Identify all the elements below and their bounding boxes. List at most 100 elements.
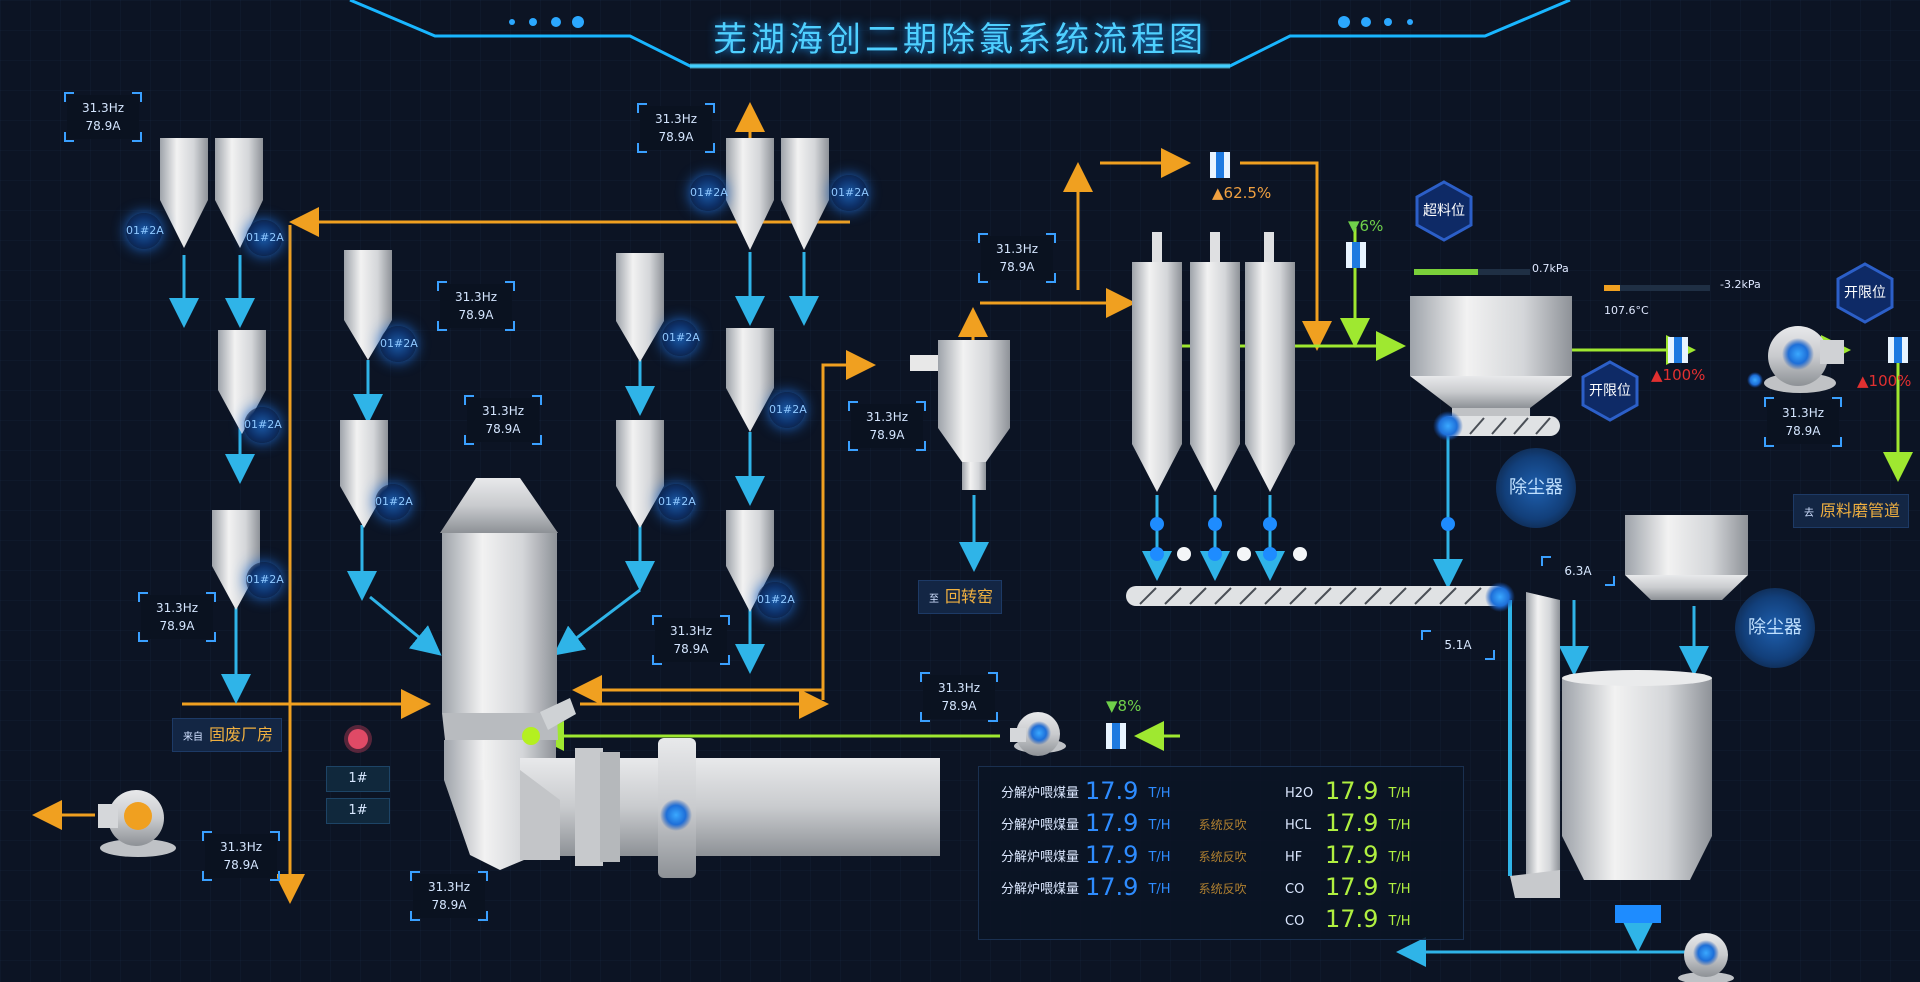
valve-gauge[interactable]: 01#2A	[690, 175, 728, 211]
stat-value: 17.9	[1325, 777, 1379, 805]
valve-gauge[interactable]: 01#2A	[769, 392, 807, 428]
pressure-bar-wrap: 0.7kPa	[1410, 262, 1588, 280]
current-value: 78.9A	[869, 428, 905, 442]
direction-prefix: 来自	[183, 732, 203, 743]
to-rotary-kiln-tag[interactable]: 至回转窑	[918, 580, 1003, 614]
stat-label: CO	[1285, 914, 1305, 929]
stat-label: H2O	[1285, 786, 1314, 801]
current-value: 78.9A	[485, 422, 521, 436]
pressure-fill	[1414, 269, 1478, 275]
stat-note: 系统反吹	[1198, 882, 1247, 896]
current-value: 78.9A	[999, 260, 1035, 274]
valve-gauge[interactable]: 01#2A	[380, 326, 418, 362]
valve-gauge[interactable]: 01#2A	[246, 562, 284, 598]
unit-tag[interactable]: 1#	[326, 766, 390, 792]
current-value: 78.9A	[85, 119, 121, 133]
dust-collector-label[interactable]: 除尘器	[1496, 448, 1576, 528]
destination-label: 原料磨管道	[1820, 501, 1901, 520]
valve-gauge[interactable]: 01#2A	[831, 175, 869, 211]
stat-value: 17.9	[1085, 809, 1139, 837]
stat-unit: T/H	[1388, 850, 1411, 865]
percent-value: 62.5%	[1223, 184, 1272, 202]
current-reading[interactable]: 5.1A	[1421, 630, 1495, 660]
stat-row: CO 17.9 T/H	[1285, 873, 1411, 901]
overflow-level-indicator[interactable]: 超料位	[1413, 180, 1475, 242]
valve-gauge[interactable]: 01#2A	[662, 320, 700, 356]
dust-collector-label[interactable]: 除尘器	[1735, 588, 1815, 668]
frequency-value: 31.3Hz	[454, 290, 498, 304]
reading-box[interactable]: 31.3Hz 78.9A	[437, 281, 515, 331]
open-limit-indicator[interactable]: 开限位	[1834, 262, 1896, 324]
source-label: 固废厂房	[209, 725, 274, 744]
reading-box[interactable]: 31.3Hz 78.9A	[138, 592, 216, 642]
percent-value: 8%	[1117, 697, 1142, 715]
valve-opening-percent: ▼8%	[1106, 697, 1141, 715]
open-limit-label: 开限位	[1589, 383, 1631, 399]
valve-gauge[interactable]: 01#2A	[126, 213, 164, 249]
pressure-value: 0.7kPa	[1532, 262, 1569, 275]
to-raw-mill-pipe-tag[interactable]: 去原料磨管道	[1793, 494, 1910, 528]
pressure-gauge: -3.2kPa 107.6°C	[1600, 278, 1778, 328]
current-value: 78.9A	[223, 858, 259, 872]
stat-unit: T/H	[1388, 818, 1411, 833]
valve-gauge[interactable]: 01#2A	[375, 484, 413, 520]
stat-value: 17.9	[1085, 841, 1139, 869]
current-value: 78.9A	[458, 308, 494, 322]
stat-label: 分解炉喂煤量	[1001, 786, 1080, 801]
open-limit-label: 开限位	[1844, 285, 1886, 301]
stat-label: 分解炉喂煤量	[1001, 882, 1080, 897]
current-value: 78.9A	[159, 619, 195, 633]
valve-opening-percent: ▲100%	[1651, 366, 1705, 384]
valve-opening-percent: ▼6%	[1348, 217, 1383, 235]
direction-prefix: 去	[1804, 508, 1814, 519]
valve-opening-percent: ▲62.5%	[1212, 184, 1271, 202]
open-limit-indicator[interactable]: 开限位	[1579, 360, 1641, 422]
frequency-value: 31.3Hz	[155, 601, 199, 615]
triangle-down-icon: ▼	[1348, 217, 1360, 235]
frequency-value: 31.3Hz	[1781, 406, 1825, 420]
reading-box[interactable]: 31.3Hz 78.9A	[978, 233, 1056, 283]
unit-tag[interactable]: 1#	[326, 798, 390, 824]
pressure-value: -3.2kPa	[1720, 278, 1761, 291]
reading-box[interactable]: 31.3Hz 78.9A	[637, 103, 715, 153]
triangle-up-icon: ▲	[1212, 184, 1224, 202]
frequency-value: 31.3Hz	[654, 112, 698, 126]
frequency-value: 31.3Hz	[669, 624, 713, 638]
percent-value: 100%	[1662, 366, 1706, 384]
stat-unit: T/H	[1388, 882, 1411, 897]
valve-gauge[interactable]: 01#2A	[246, 220, 284, 256]
stat-unit: T/H	[1388, 914, 1411, 929]
valve-gauge[interactable]: 01#2A	[244, 407, 282, 443]
percent-value: 100%	[1868, 372, 1912, 390]
from-solid-waste-tag[interactable]: 来自固废厂房	[172, 718, 283, 752]
overflow-level-label: 超料位	[1423, 203, 1465, 219]
current-reading[interactable]: 6.3A	[1541, 556, 1615, 586]
pressure-gauge: 0.7kPa	[1410, 262, 1588, 280]
valve-gauge[interactable]: 01#2A	[757, 582, 795, 618]
stat-label: CO	[1285, 882, 1305, 897]
stat-unit: T/H	[1148, 882, 1171, 897]
stat-label: HF	[1285, 850, 1303, 865]
page-title: 芜湖海创二期除氯系统流程图	[713, 20, 1207, 60]
frequency-value: 31.3Hz	[995, 242, 1039, 256]
valve-gauge[interactable]: 01#2A	[658, 484, 696, 520]
stat-unit: T/H	[1148, 850, 1171, 865]
current-value: 78.9A	[658, 130, 694, 144]
valve-opening-percent: ▲100%	[1857, 372, 1911, 390]
stat-value: 17.9	[1325, 873, 1379, 901]
